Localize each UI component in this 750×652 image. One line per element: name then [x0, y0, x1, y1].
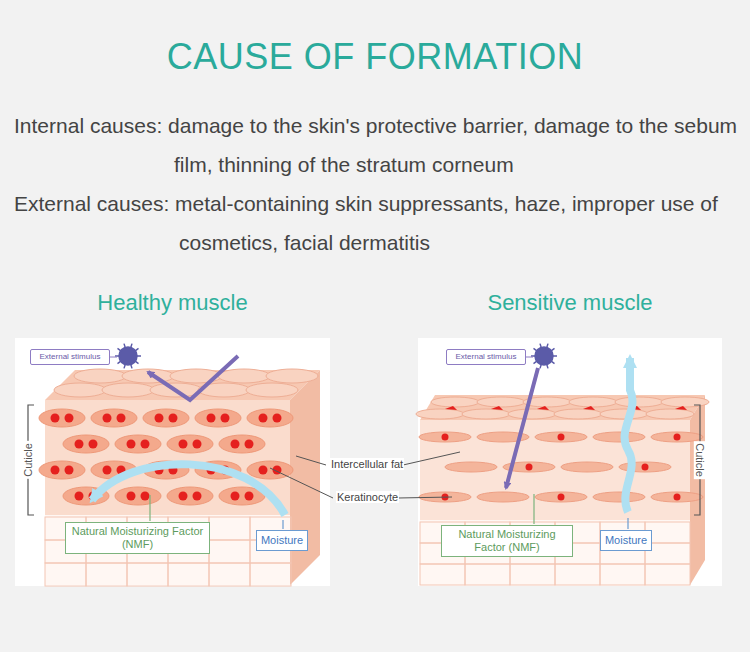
label-box: Moisture [600, 530, 652, 551]
cuticle-label: Cuticle [694, 441, 706, 479]
box-text: External stimulus [34, 352, 106, 362]
label-box: Natural Moisturizing Factor (NMF) [65, 522, 210, 554]
part-label: Intercellular fat [330, 458, 404, 470]
box-text: Moisture [604, 534, 648, 547]
title: CAUSE OF FORMATION [0, 36, 750, 78]
part-label: Keratinocyte [336, 491, 399, 503]
box-text: External stimulus [450, 352, 522, 362]
label-box: Moisture [256, 530, 308, 551]
panel-heading: Sensitive muscle [418, 290, 722, 316]
box-text: Natural Moisturizing Factor (NMF) [70, 525, 205, 551]
box-text: Natural Moisturizing Factor (NMF) [446, 528, 568, 554]
label-box: Natural Moisturizing Factor (NMF) [441, 525, 573, 557]
box-text: Moisture [260, 534, 304, 547]
label-box: External stimulus [446, 349, 526, 365]
skin-panel: Sensitive muscleExternal stimulusNatural… [418, 290, 722, 590]
cuticle-label: Cuticle [22, 441, 34, 479]
skin-panel: Healthy muscleExternal stimulusNatural M… [15, 290, 330, 590]
cause-text: Internal causes: damage to the skin's pr… [14, 106, 740, 184]
cause-text: External causes: metal-containing skin s… [14, 184, 740, 262]
label-box: External stimulus [30, 349, 110, 365]
panel-heading: Healthy muscle [15, 290, 330, 316]
